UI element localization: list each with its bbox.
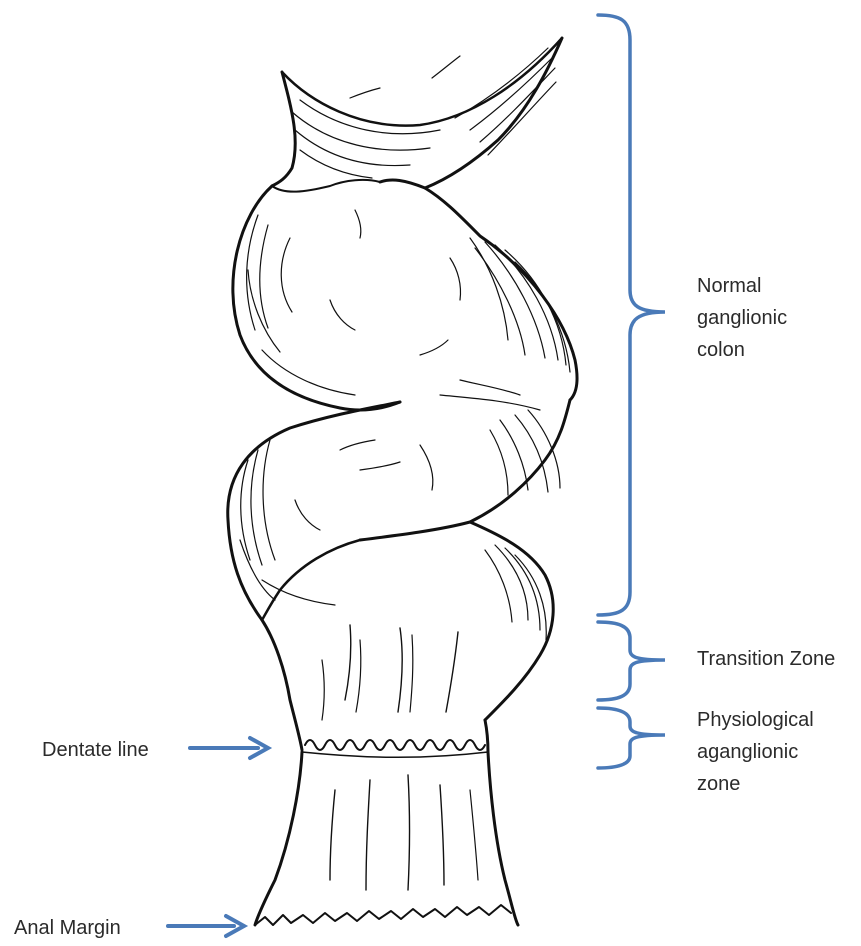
upper-bulge (233, 180, 577, 410)
bracket-physiological (598, 708, 665, 768)
bracket-normal-ganglionic (598, 15, 665, 615)
dentate-line-zigzag (305, 740, 485, 750)
colon-drawing (228, 38, 577, 925)
transition-cap (262, 522, 553, 750)
label-line: Physiological (697, 704, 814, 736)
label-line: colon (697, 334, 787, 366)
label-line: zone (697, 768, 814, 800)
label-dentate-line: Dentate line (42, 734, 149, 766)
arrow-anal-margin (168, 916, 244, 936)
label-normal-ganglionic-colon: Normal ganglionic colon (697, 270, 787, 366)
label-anal-margin: Anal Margin (14, 912, 121, 944)
label-line: aganglionic (697, 736, 814, 768)
anal-canal (255, 752, 518, 925)
arrow-dentate-line (190, 738, 268, 758)
label-transition-zone: Transition Zone (697, 643, 835, 675)
middle-bulge (228, 400, 570, 620)
label-line: Normal (697, 270, 787, 302)
label-physiological-aganglionic-zone: Physiological aganglionic zone (697, 704, 814, 800)
label-line: ganglionic (697, 302, 787, 334)
bracket-transition-zone (598, 622, 665, 700)
upper-colon-tube (272, 38, 562, 188)
